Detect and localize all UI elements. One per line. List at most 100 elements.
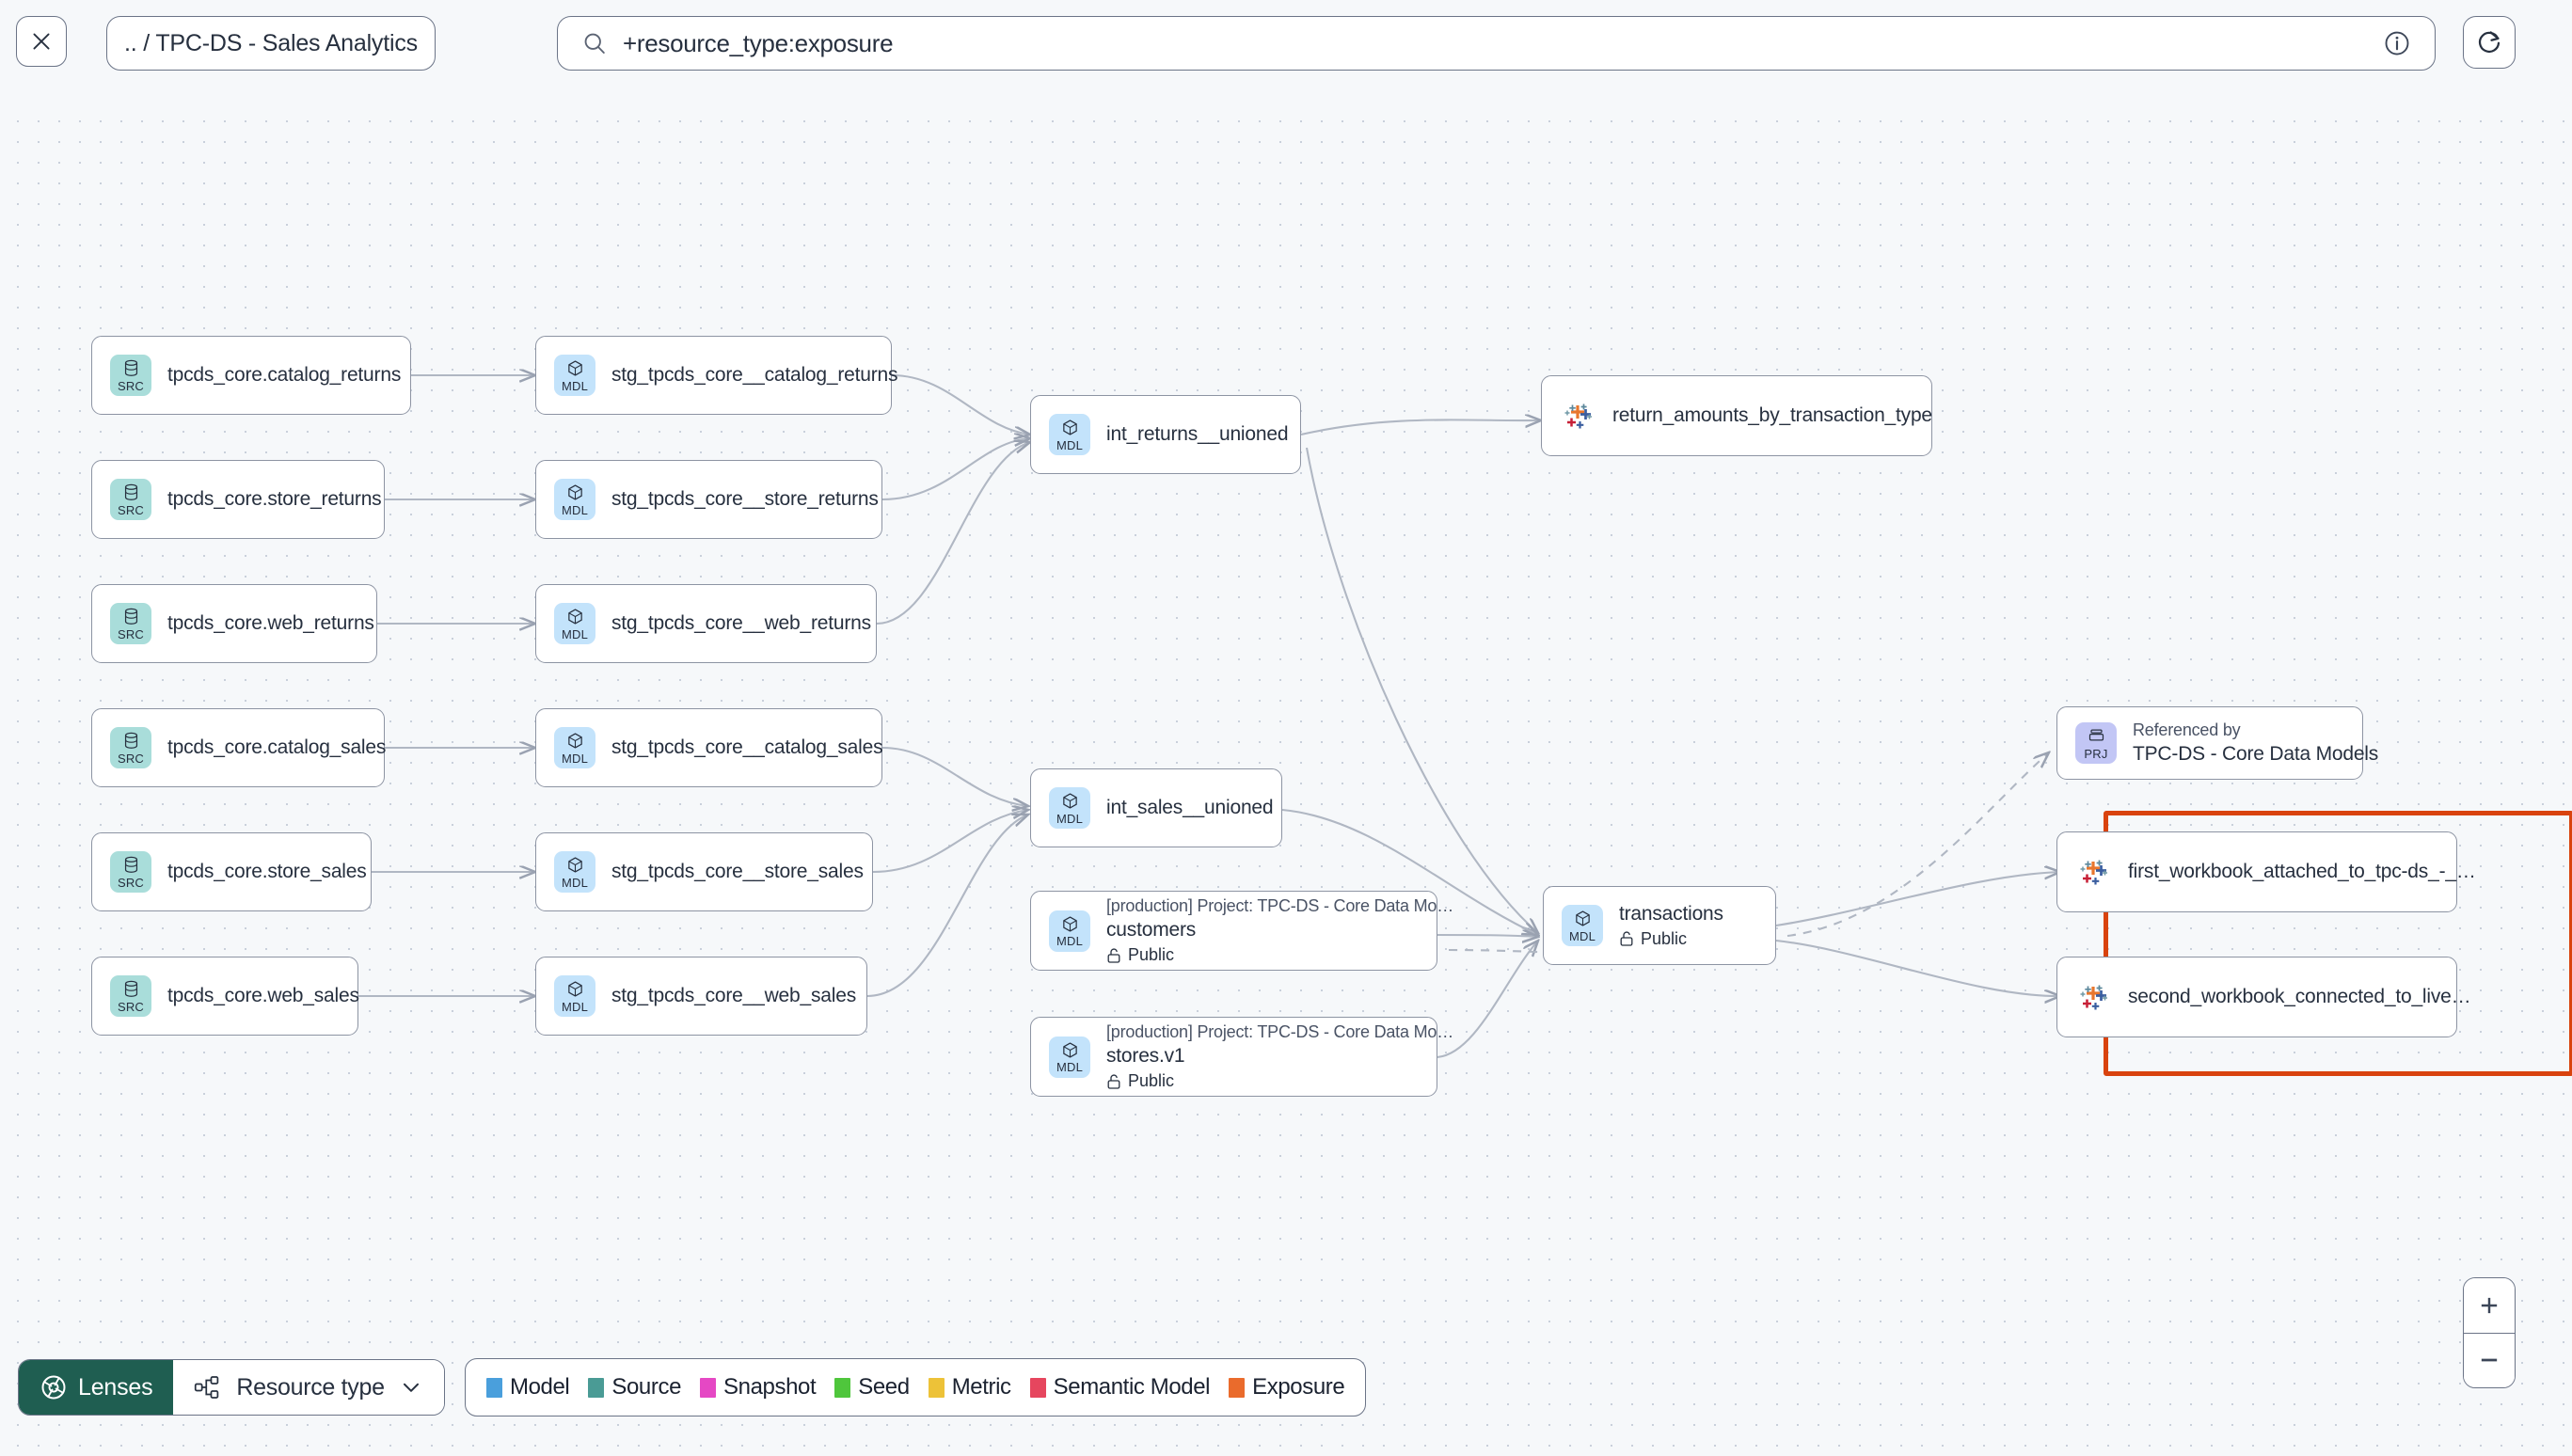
mdl-badge: MDL <box>1049 1036 1090 1078</box>
mdl-badge: MDL <box>1049 910 1090 952</box>
cube-icon <box>566 359 584 378</box>
tableau-icon <box>2075 853 2113 891</box>
resource-type-dropdown[interactable]: Resource type <box>173 1360 444 1415</box>
search-query-value: +resource_type:exposure <box>623 28 894 57</box>
node-model-stg-web-returns[interactable]: MDL stg_tpcds_core__web_returns <box>535 584 877 663</box>
node-referenced-by-label: Referenced by <box>2133 720 2241 739</box>
node-model-stg-store-returns[interactable]: MDL stg_tpcds_core__store_returns <box>535 460 882 539</box>
cube-icon <box>566 856 584 875</box>
node-label: int_returns__unioned <box>1106 423 1289 445</box>
zoom-out-button[interactable] <box>2464 1333 2515 1387</box>
mdl-badge-code: MDL <box>561 875 589 890</box>
prj-badge-code: PRJ <box>2084 746 2108 761</box>
node-label: stg_tpcds_core__store_returns <box>611 488 879 510</box>
src-badge-code: SRC <box>117 999 145 1014</box>
mdl-badge-code: MDL <box>561 502 589 517</box>
minus-icon <box>2481 1358 2498 1362</box>
node-exposure-first-workbook[interactable]: first_workbook_attached_to_tpc-ds_-_… <box>2056 831 2476 912</box>
unlock-icon <box>1107 947 1120 963</box>
mdl-badge-code: MDL <box>1056 934 1084 948</box>
aperture-icon <box>41 1375 66 1400</box>
node-source-store-returns[interactable]: SRC tpcds_core.store_returns <box>91 460 385 539</box>
node-model-int-returns-unioned[interactable]: MDL int_returns__unioned <box>1030 395 1301 474</box>
node-source-catalog-returns[interactable]: SRC tpcds_core.catalog_returns <box>91 336 411 415</box>
mdl-badge: MDL <box>554 479 595 520</box>
breadcrumb[interactable]: .. / TPC-DS - Sales Analytics <box>106 16 436 71</box>
unlock-icon <box>1620 931 1633 946</box>
src-badge: SRC <box>110 603 151 644</box>
src-badge: SRC <box>110 851 151 893</box>
src-badge-code: SRC <box>117 626 145 641</box>
lenses-button[interactable]: Lenses <box>19 1360 174 1415</box>
close-button[interactable] <box>16 16 67 67</box>
tableau-icon <box>2075 978 2113 1016</box>
src-badge-code: SRC <box>117 502 145 517</box>
cube-icon <box>1061 792 1079 811</box>
node-model-transactions[interactable]: MDL transactions Public <box>1543 886 1776 965</box>
node-label: stg_tpcds_core__store_sales <box>611 861 864 882</box>
refresh-button[interactable] <box>2463 16 2516 69</box>
close-icon <box>33 33 50 50</box>
tableau-icon <box>1560 397 1597 435</box>
src-badge: SRC <box>110 479 151 520</box>
src-badge-code: SRC <box>117 875 145 890</box>
mdl-badge-code: MDL <box>561 378 589 393</box>
cube-icon <box>566 732 584 751</box>
cube-icon <box>566 483 584 502</box>
node-label: tpcds_core.store_sales <box>167 861 367 882</box>
mdl-badge-code: MDL <box>561 626 589 641</box>
node-label: stg_tpcds_core__web_sales <box>611 985 857 1006</box>
unlock-icon <box>1107 1073 1120 1089</box>
node-label: stg_tpcds_core__catalog_returns <box>611 364 898 386</box>
lenses-control-group: Lenses Resource type <box>18 1359 445 1416</box>
legend-label: Exposure <box>1252 1374 1345 1400</box>
node-model-int-sales-unioned[interactable]: MDL int_sales__unioned <box>1030 768 1282 847</box>
mdl-badge: MDL <box>554 851 595 893</box>
legend-swatch-model <box>486 1377 502 1398</box>
node-label: tpcds_core.store_returns <box>167 488 382 510</box>
legend-label: Seed <box>858 1374 910 1400</box>
node-source-catalog-sales[interactable]: SRC tpcds_core.catalog_sales <box>91 708 387 787</box>
mdl-badge: MDL <box>554 975 595 1017</box>
info-icon[interactable] <box>2383 29 2411 57</box>
node-model-stores-v1[interactable]: MDL [production] Project: TPC-DS - Core … <box>1030 1017 1453 1097</box>
node-visibility: Public <box>1619 929 1723 949</box>
node-exposure-second-workbook[interactable]: second_workbook_connected_to_live… <box>2056 957 2471 1037</box>
node-project-referenced-by[interactable]: PRJ Referenced by TPC-DS - Core Data Mod… <box>2056 706 2378 780</box>
node-model-customers[interactable]: MDL [production] Project: TPC-DS - Core … <box>1030 891 1453 971</box>
mdl-badge-code: MDL <box>1056 437 1084 452</box>
node-source-store-sales[interactable]: SRC tpcds_core.store_sales <box>91 832 372 911</box>
node-visibility: Public <box>1106 1071 1423 1091</box>
cube-icon <box>1061 914 1079 933</box>
node-project-path: [production] Project: TPC-DS - Core Data… <box>1106 896 1453 915</box>
resource-type-legend: Model Source Snapshot Seed Metric Semant… <box>465 1358 1367 1416</box>
node-model-stg-catalog-sales[interactable]: MDL stg_tpcds_core__catalog_sales <box>535 708 883 787</box>
legend-swatch-seed <box>834 1377 851 1398</box>
search-input[interactable]: +resource_type:exposure <box>557 16 2436 71</box>
chevron-down-icon <box>403 1383 419 1392</box>
mdl-badge-code: MDL <box>561 999 589 1014</box>
database-icon <box>123 359 139 378</box>
node-label: int_sales__unioned <box>1106 797 1274 818</box>
search-icon <box>581 30 608 56</box>
node-model-stg-catalog-returns[interactable]: MDL stg_tpcds_core__catalog_returns <box>535 336 898 415</box>
node-model-stg-store-sales[interactable]: MDL stg_tpcds_core__store_sales <box>535 832 873 911</box>
node-source-web-returns[interactable]: SRC tpcds_core.web_returns <box>91 584 377 663</box>
mdl-badge: MDL <box>554 727 595 768</box>
mdl-badge-code: MDL <box>561 751 589 766</box>
node-label: tpcds_core.catalog_sales <box>167 736 387 758</box>
legend-label: Source <box>611 1374 682 1400</box>
src-badge: SRC <box>110 727 151 768</box>
node-model-stg-web-sales[interactable]: MDL stg_tpcds_core__web_sales <box>535 957 867 1036</box>
zoom-in-button[interactable] <box>2464 1278 2515 1334</box>
prj-badge: PRJ <box>2075 722 2117 764</box>
node-label: stg_tpcds_core__catalog_sales <box>611 736 883 758</box>
mdl-badge: MDL <box>554 355 595 396</box>
node-exposure-return-amounts[interactable]: return_amounts_by_transaction_type <box>1541 375 1932 456</box>
node-label: tpcds_core.web_sales <box>167 985 359 1006</box>
node-label: return_amounts_by_transaction_type <box>1612 404 1932 426</box>
node-label: stores.v1 <box>1106 1045 1185 1067</box>
cube-icon <box>566 980 584 999</box>
legend-swatch-metric <box>928 1377 945 1398</box>
node-source-web-sales[interactable]: SRC tpcds_core.web_sales <box>91 957 359 1036</box>
